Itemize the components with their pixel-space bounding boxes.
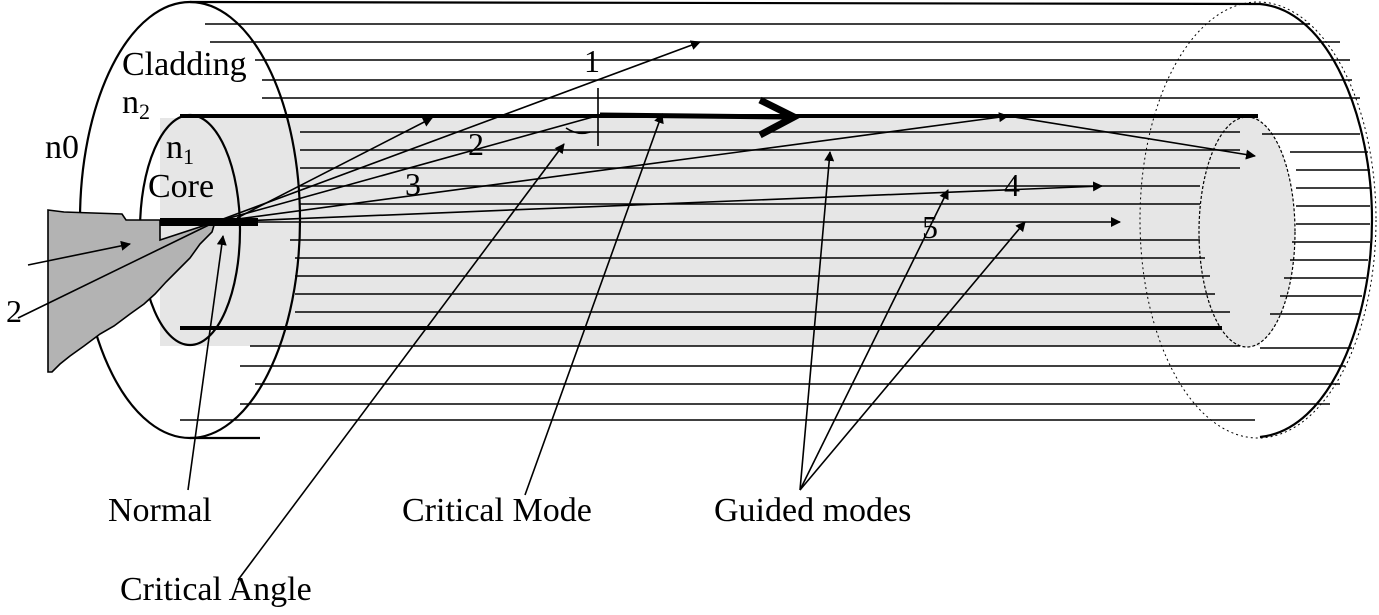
label-n1: n1 — [166, 129, 194, 169]
pointer-lines — [187, 113, 1026, 581]
label-normal: Normal — [108, 492, 212, 529]
critical-mode-pointer — [524, 113, 664, 496]
label-critical-angle: Critical Angle — [120, 571, 312, 608]
ray-3 — [214, 112, 1009, 223]
critical-mode-arrow — [599, 96, 802, 139]
ray-label-1: 1 — [584, 43, 600, 79]
label-n0: n0 — [45, 129, 79, 166]
incident-ray — [17, 221, 216, 319]
ray-label-5: 5 — [922, 209, 938, 245]
normal-pointer — [187, 235, 227, 491]
label-cladding: Cladding — [122, 46, 247, 83]
ray-label-4: 4 — [1004, 167, 1020, 203]
ray-3-reflected — [1007, 115, 1256, 160]
guided-pointer-1 — [799, 151, 835, 491]
cladding-end-dotted — [1139, 1, 1377, 439]
label-guided-modes: Guided modes — [714, 492, 911, 529]
label-critical-mode: Critical Mode — [402, 492, 592, 529]
ray-4 — [214, 181, 1103, 223]
guided-pointer-2 — [799, 189, 949, 491]
source-arrow — [27, 240, 131, 266]
rays — [17, 40, 1256, 319]
cladding-pointer — [236, 117, 433, 219]
normal-at-interface — [565, 88, 599, 146]
ray-label-3: 3 — [405, 166, 421, 202]
ray-2 — [214, 114, 601, 223]
incident-ray-label: 2 — [6, 293, 22, 329]
cladding-lines — [180, 23, 1370, 421]
label-core: Core — [148, 168, 214, 205]
fiber-input-bar — [160, 218, 258, 226]
ray-label-2: 2 — [468, 126, 484, 162]
light-source — [47, 209, 217, 373]
guided-pointer-3 — [799, 221, 1026, 491]
label-n2: n2 — [122, 84, 150, 124]
critical-angle-pointer — [237, 143, 565, 581]
ray-1 — [214, 40, 701, 223]
